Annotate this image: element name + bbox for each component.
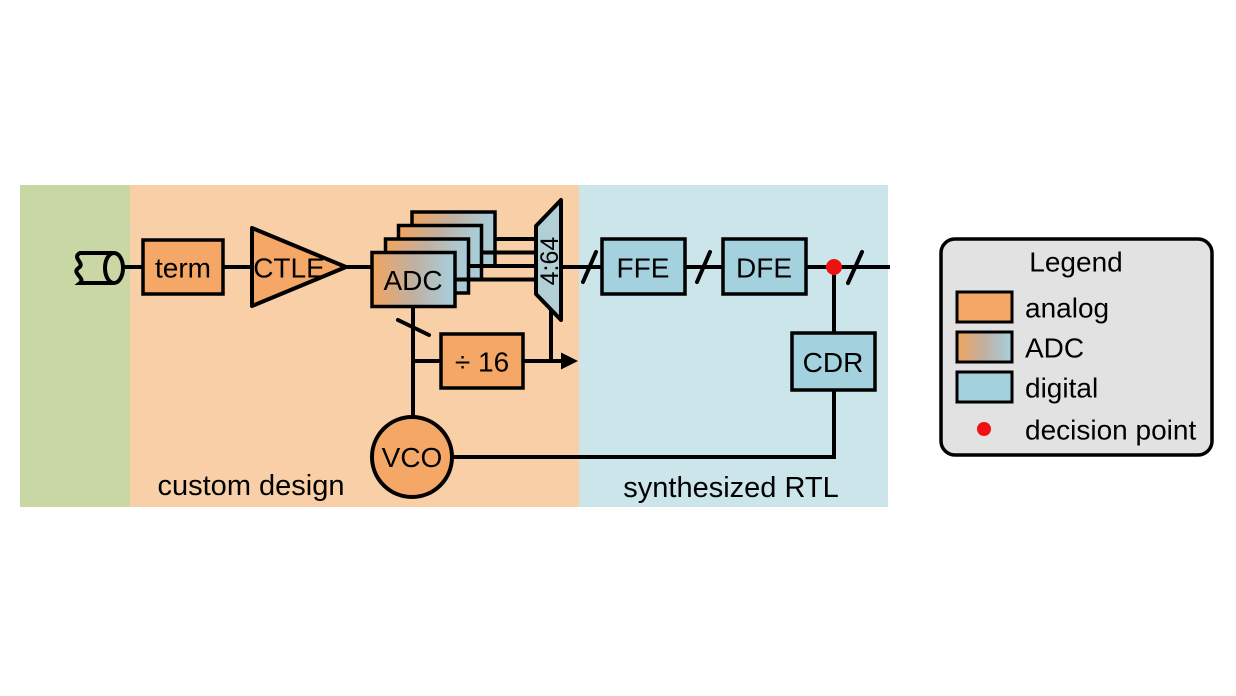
legend-label-digital: digital: [1025, 372, 1098, 403]
bus-slash-deserializer-out: [581, 250, 598, 284]
bus-slash-adc-clock: [396, 318, 431, 337]
legend-swatch-digital: [955, 370, 1014, 404]
term-block: [141, 238, 225, 296]
legend-swatch-adc: [955, 330, 1014, 364]
divide-by-16-block: [439, 332, 525, 390]
ctle-amplifier-triangle: [250, 226, 348, 308]
vco-circle: [370, 415, 454, 499]
legend-title: Legend: [1029, 246, 1122, 277]
legend-label-analog: analog: [1025, 292, 1109, 323]
cable-body: [74, 251, 114, 285]
legend-box: Legend analog ADC digital decision point: [939, 237, 1214, 457]
deserializer-label: 4:64: [536, 237, 564, 286]
bus-slash-output: [846, 250, 864, 285]
legend-decision-point-dot: [977, 422, 991, 436]
channel-cable-icon: [74, 251, 125, 285]
legend-swatch-analog: [955, 290, 1014, 324]
ffe-label: FFE: [617, 252, 670, 283]
deserializer-4to64-trapezoid: [534, 198, 563, 322]
term-label: term: [155, 252, 211, 283]
dfe-block: [721, 237, 808, 296]
wire-cdr-to-vco-feedback: [452, 390, 836, 459]
bus-slash-ffe-out: [695, 250, 712, 284]
clock-out-arrowhead: [561, 352, 578, 370]
adc-label: ADC: [383, 265, 442, 296]
cable-end-ellipse: [103, 251, 125, 285]
decision-point-dot: [826, 259, 842, 275]
legend-label-adc: ADC: [1025, 332, 1084, 363]
dfe-label: DFE: [736, 252, 792, 283]
cdr-block: [790, 331, 877, 392]
synthesized-rtl-label: synthesized RTL: [623, 472, 838, 504]
legend-label-decision-point: decision point: [1025, 414, 1196, 445]
ctle-label: CTLE: [253, 252, 325, 283]
divider-label: ÷ 16: [455, 346, 509, 377]
vco-label: VCO: [382, 442, 443, 473]
cdr-label: CDR: [803, 347, 864, 378]
region-channel-green: [20, 185, 130, 507]
ffe-block: [600, 237, 687, 296]
custom-design-label: custom design: [158, 470, 345, 502]
